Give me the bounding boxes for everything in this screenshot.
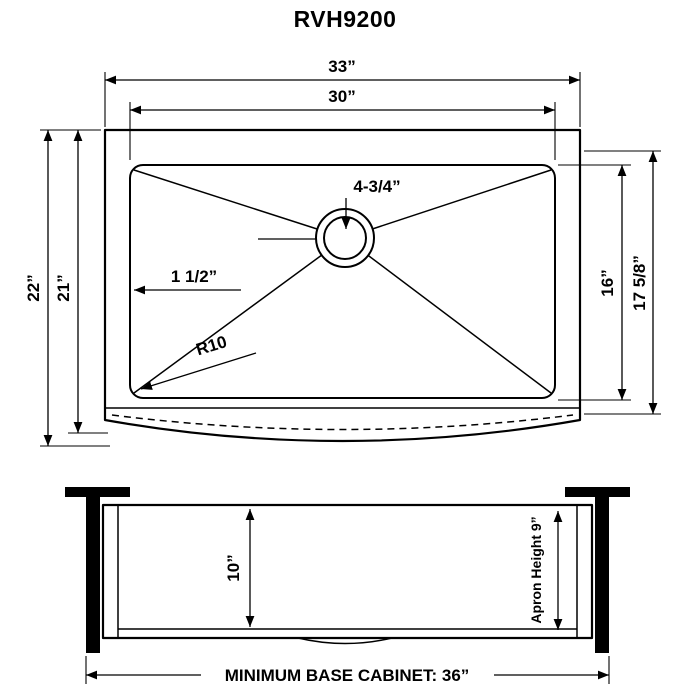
slope-diagonals xyxy=(133,169,552,394)
radius-leader-arrow xyxy=(140,352,257,390)
diagonal-top-right xyxy=(344,169,552,239)
dim-label-33: 33” xyxy=(328,57,355,76)
dim-label-r10: R10 xyxy=(194,332,229,359)
sink-front-outline xyxy=(101,503,594,640)
dim-bowl-depth: 10” xyxy=(224,509,255,627)
diagonal-bottom-right xyxy=(344,237,552,394)
dim-basin-outer-depth: 17 5/8” xyxy=(584,150,661,415)
front-view: 10” Apron Height 9” MINIMUM BASE CABINET… xyxy=(65,487,630,685)
drain-inner-circle xyxy=(323,216,367,260)
dim-label-lip: 1 1/2” xyxy=(171,267,217,286)
dim-drain: 4-3/4” xyxy=(341,177,401,229)
apron-bottom-curve xyxy=(297,637,393,645)
dim-label-apron: Apron Height 9” xyxy=(528,516,544,623)
countertop-right xyxy=(565,487,630,497)
dim-label-16: 16” xyxy=(598,269,617,296)
dim-apron-height: Apron Height 9” xyxy=(528,511,563,630)
cabinet-wall-right xyxy=(595,497,609,653)
dim-label-17-5-8: 17 5/8” xyxy=(630,255,649,311)
dim-overall-width: 33” xyxy=(104,57,581,127)
dim-label-21: 21” xyxy=(54,274,73,301)
dim-label-base-cabinet: MINIMUM BASE CABINET: 36” xyxy=(225,666,470,685)
model-title: RVH9200 xyxy=(294,6,397,32)
countertop-left xyxy=(65,487,130,497)
dim-label-22: 22” xyxy=(24,274,43,301)
bowl-rect xyxy=(129,164,556,399)
dim-label-10: 10” xyxy=(224,554,243,581)
dim-corner-radius: R10 xyxy=(140,332,257,390)
dim-overall-depth: 22” xyxy=(24,129,110,447)
dim-base-cabinet: MINIMUM BASE CABINET: 36” xyxy=(85,656,610,685)
top-view: 33” 30” 22” 21” 16” xyxy=(24,57,661,447)
dim-rim-depth: 21” xyxy=(54,130,108,434)
dim-bowl-depth-plan: 16” xyxy=(558,164,631,401)
diagonal-top-left xyxy=(133,169,346,239)
sink-outer-rim xyxy=(103,128,582,443)
dim-label-30: 30” xyxy=(328,87,355,106)
dim-label-drain: 4-3/4” xyxy=(353,177,400,196)
dim-bowl-width: 30” xyxy=(129,87,556,160)
dim-rim-lip: 1 1/2” xyxy=(134,267,241,295)
apron-hidden-curve xyxy=(111,414,574,431)
diagonal-bottom-left xyxy=(133,237,346,394)
cabinet-wall-left xyxy=(86,497,100,653)
